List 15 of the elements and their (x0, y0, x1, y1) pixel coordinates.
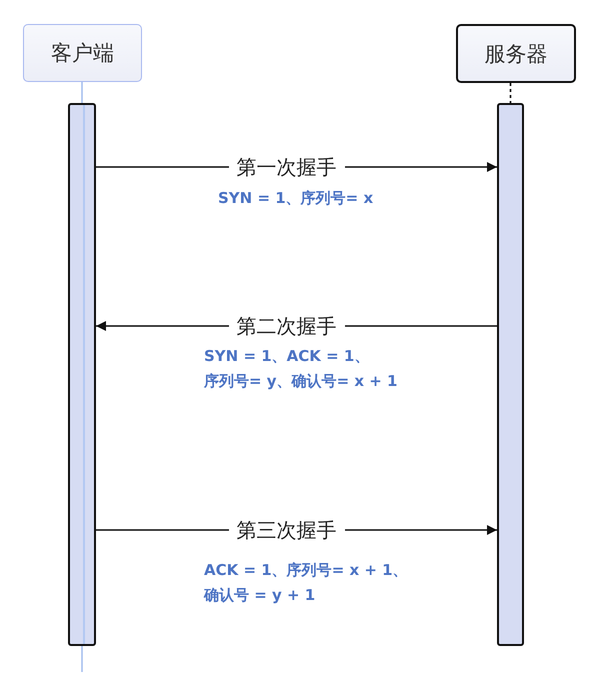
lifeline (81, 646, 83, 672)
participant-box (456, 24, 576, 83)
message-note: SYN = 1、序列号= x (218, 188, 374, 209)
edge-label: 第二次握手 (228, 313, 344, 339)
lifeline (81, 82, 83, 103)
edge-label: 第一次握手 (228, 154, 344, 180)
participant-box (23, 24, 142, 82)
lifeline (510, 83, 512, 103)
activation-bar (497, 103, 524, 646)
message-note: ACK = 1、序列号= x + 1、确认号 = y + 1 (204, 560, 409, 606)
message-note: SYN = 1、ACK = 1、序列号= y、确认号= x + 1 (204, 346, 398, 392)
activation-bar (68, 103, 96, 646)
participant-name: 服务器 (484, 40, 548, 68)
participant-name: 客户端 (51, 40, 114, 67)
edge-label: 第三次握手 (228, 517, 344, 543)
